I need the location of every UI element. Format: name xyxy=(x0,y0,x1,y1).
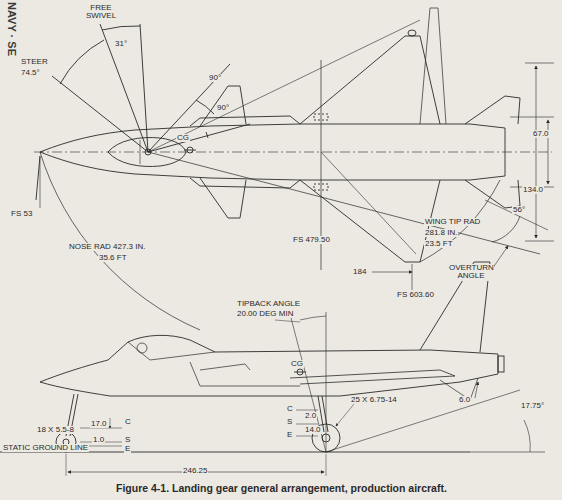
dimension-label: FREE SWIVEL xyxy=(80,4,122,21)
dimension-label: E xyxy=(124,445,131,453)
dimension-label: 134.0 xyxy=(522,186,544,194)
dimension-label: 17.75° xyxy=(520,402,545,410)
dimension-label: 17.0 xyxy=(90,420,108,428)
dimension-label: 18 X 5.5-8 xyxy=(36,426,75,434)
dimension-label: S xyxy=(124,436,131,444)
dimension-label: 246.25 xyxy=(182,467,208,475)
dimension-label: 14.0 xyxy=(304,426,322,434)
dimension-label: 23.5 FT xyxy=(424,240,454,248)
dimension-label: 184 xyxy=(352,268,367,276)
dimension-label: 2.0 xyxy=(304,412,317,420)
dimension-label: 6.0 xyxy=(458,396,471,404)
dimension-label: 281.8 IN. xyxy=(424,229,458,237)
dimension-label: 1.0 xyxy=(92,436,105,444)
dimension-label: E xyxy=(286,431,293,439)
dimension-label: S xyxy=(286,418,293,426)
dimension-label: WING TIP RAD xyxy=(424,218,481,226)
dimension-label: CG xyxy=(176,134,190,142)
dimension-label: TIPBACK ANGLE xyxy=(236,300,301,308)
dimension-label: 31° xyxy=(114,40,128,48)
dimension-label: STEER xyxy=(20,58,49,66)
dimension-label: C xyxy=(124,418,132,426)
dimension-label: 25 X 6.75-14 xyxy=(350,396,398,404)
dimension-label: NOSE RAD 427.3 IN. xyxy=(68,243,146,251)
dimension-label: STATIC GROUND LINE xyxy=(2,444,89,452)
figure-caption: Figure 4-1. Landing gear general arrange… xyxy=(116,482,447,494)
dimension-label: 90° xyxy=(208,74,222,82)
dimension-label: CG xyxy=(290,360,304,368)
dimension-label: FS 53 xyxy=(10,210,33,218)
dimension-label: 56° xyxy=(512,206,526,214)
dimension-label: 67.0 xyxy=(532,130,550,138)
dimension-label: 20.00 DEG MIN xyxy=(236,310,294,318)
dimension-label: C xyxy=(286,405,294,413)
dimension-label: 90° xyxy=(216,104,230,112)
dimension-label: FS 603.60 xyxy=(396,291,435,299)
dimension-label: OVERTURN ANGLE xyxy=(448,264,494,281)
dimension-label: 35.6 FT xyxy=(98,254,128,262)
dimension-label: FS 479.50 xyxy=(292,236,331,244)
dimension-label: 74.5° xyxy=(20,69,41,77)
page-edge-text: NAVY · SE xyxy=(6,2,18,56)
